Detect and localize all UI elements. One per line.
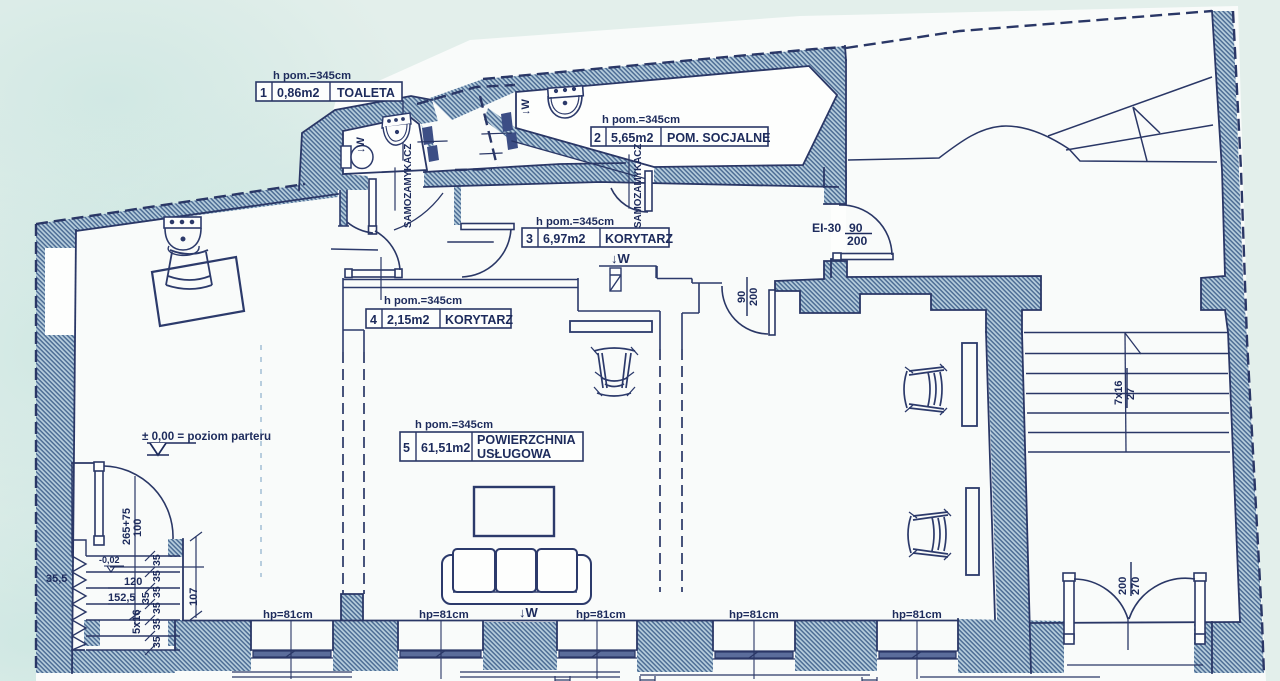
svg-text:35: 35 [140, 592, 152, 604]
svg-text:hp=81cm: hp=81cm [576, 609, 626, 621]
svg-text:35: 35 [151, 554, 163, 566]
svg-text:2,15m2: 2,15m2 [387, 313, 429, 327]
svg-text:152,5: 152,5 [108, 592, 136, 604]
svg-text:7x16: 7x16 [1113, 381, 1125, 405]
svg-text:0,86m2: 0,86m2 [277, 86, 319, 100]
svg-text:200: 200 [847, 234, 868, 248]
svg-text:61,51m2: 61,51m2 [421, 441, 470, 455]
svg-text:↓W: ↓W [611, 251, 631, 266]
svg-text:107: 107 [188, 588, 200, 606]
svg-text:35: 35 [151, 586, 163, 598]
svg-text:35: 35 [151, 636, 163, 648]
svg-text:SAMOZAMYKACZ: SAMOZAMYKACZ [403, 144, 414, 228]
svg-text:POM. SOCJALNE: POM. SOCJALNE [667, 131, 771, 145]
svg-text:200: 200 [748, 288, 760, 306]
svg-text:KORYTARZ: KORYTARZ [605, 232, 673, 246]
svg-text:35,5: 35,5 [46, 573, 67, 585]
svg-text:5x16: 5x16 [131, 610, 143, 634]
svg-text:1: 1 [260, 86, 267, 100]
svg-text:± 0,00 = poziom parteru: ± 0,00 = poziom parteru [142, 430, 271, 443]
svg-text:SAMOZAMYKACZ: SAMOZAMYKACZ [633, 144, 644, 228]
svg-text:hp=81cm: hp=81cm [263, 609, 313, 621]
svg-text:TOALETA: TOALETA [337, 86, 395, 100]
svg-text:KORYTARZ: KORYTARZ [445, 313, 513, 327]
svg-text:2: 2 [594, 131, 601, 145]
svg-text:hp=81cm: hp=81cm [729, 609, 779, 621]
svg-text:35: 35 [151, 570, 163, 582]
svg-text:USŁUGOWA: USŁUGOWA [477, 447, 551, 461]
svg-text:h pom.=345cm: h pom.=345cm [384, 295, 462, 307]
svg-text:↓W: ↓W [519, 605, 539, 620]
svg-text:4: 4 [370, 313, 377, 327]
svg-text:35: 35 [151, 602, 163, 614]
svg-text:3: 3 [526, 232, 533, 246]
svg-text:EI-30: EI-30 [812, 221, 841, 235]
svg-text:5: 5 [403, 441, 410, 455]
svg-text:200: 200 [1117, 577, 1129, 595]
svg-text:h pom.=345cm: h pom.=345cm [273, 70, 351, 82]
svg-text:↓W: ↓W [355, 137, 367, 154]
svg-text:h pom.=345cm: h pom.=345cm [602, 114, 680, 126]
svg-text:6,97m2: 6,97m2 [543, 232, 585, 246]
svg-text:hp=81cm: hp=81cm [419, 609, 469, 621]
svg-text:100: 100 [132, 519, 144, 537]
svg-text:120: 120 [124, 576, 142, 588]
svg-text:h pom.=345cm: h pom.=345cm [415, 419, 493, 431]
svg-text:-0,02: -0,02 [99, 555, 120, 565]
svg-text:90: 90 [736, 291, 748, 303]
svg-text:hp=81cm: hp=81cm [892, 609, 942, 621]
svg-text:35: 35 [151, 618, 163, 630]
svg-text:265+75: 265+75 [121, 508, 133, 545]
svg-text:h pom.=345cm: h pom.=345cm [536, 216, 614, 228]
svg-text:POWIERZCHNIA: POWIERZCHNIA [477, 433, 576, 447]
svg-text:270: 270 [1130, 577, 1142, 595]
svg-text:5,65m2: 5,65m2 [611, 131, 653, 145]
svg-text:27: 27 [1125, 388, 1137, 400]
svg-text:90: 90 [849, 221, 863, 235]
svg-text:↓W: ↓W [520, 99, 532, 116]
